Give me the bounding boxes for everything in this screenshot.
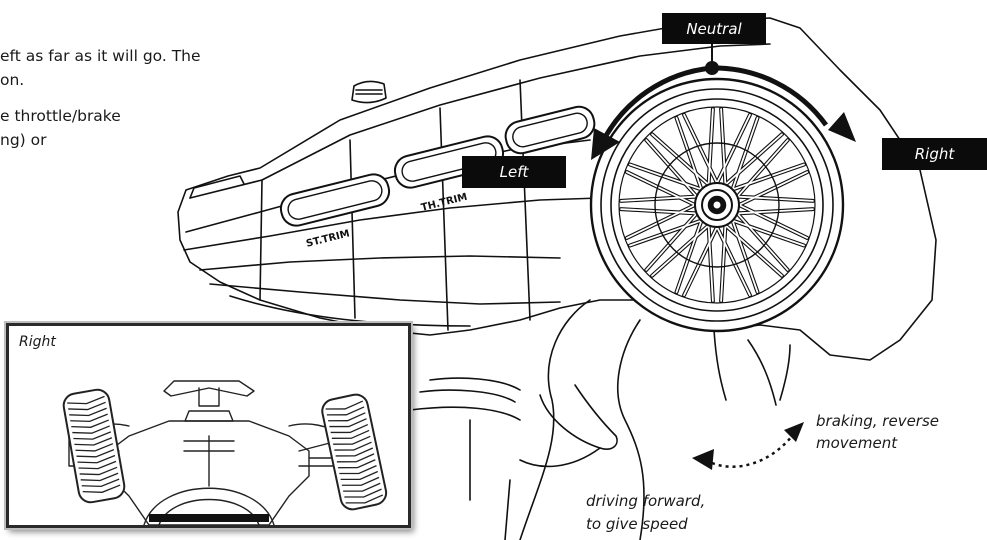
- tire-tread: [80, 472, 119, 482]
- wheel-spoke: [724, 133, 783, 186]
- wheel-spoke: [736, 208, 814, 215]
- wheel-spoke: [629, 163, 703, 191]
- wheel-spoke: [620, 208, 698, 215]
- wheel-spoke: [736, 195, 814, 202]
- wheel-spoke: [724, 224, 783, 277]
- wheel-spoke: [651, 133, 710, 186]
- tire-tread: [341, 476, 380, 486]
- left-arrowhead: [591, 128, 620, 160]
- wheel-spoke: [738, 171, 809, 206]
- tire-tread: [68, 401, 106, 411]
- tire-tread: [72, 425, 111, 434]
- wheel-spoke: [675, 117, 703, 191]
- wheel-spoke: [720, 224, 727, 302]
- tire-tread: [81, 478, 120, 488]
- instruction-line-3: e throttle/brake: [0, 107, 121, 125]
- tire-tread: [67, 395, 105, 405]
- instruction-line-1: eft as far as it will go. The: [0, 47, 201, 65]
- tire-tread: [75, 443, 114, 452]
- inset-label: Right: [19, 334, 56, 350]
- wheel-spoke: [683, 226, 718, 297]
- wheel-spoke: [625, 204, 696, 239]
- tire-tread: [69, 407, 107, 417]
- grip-handle: [519, 299, 591, 540]
- steering-trim-label: ST.TRIM: [305, 228, 351, 249]
- wheel-spoke: [675, 219, 703, 293]
- braking-caption-line-1: braking, reverse: [816, 412, 940, 430]
- right-label: Right: [882, 138, 987, 170]
- tire-tread: [74, 437, 113, 446]
- neutral-dot: [705, 61, 719, 75]
- tire-tread: [73, 431, 112, 440]
- tire-tread: [344, 488, 382, 498]
- wheel-spoke: [707, 224, 714, 302]
- wheel-spoke: [629, 219, 703, 247]
- steering-trim-button: [279, 173, 391, 227]
- wheel-spoke: [716, 226, 751, 297]
- tire-tread: [340, 470, 379, 481]
- wheel-spoke: [731, 117, 759, 191]
- wheel-spoke: [731, 219, 805, 247]
- tire-tread: [330, 423, 369, 434]
- wheel-spoke: [645, 139, 698, 198]
- left-tire: [62, 388, 126, 504]
- left-label: Left: [462, 156, 566, 188]
- wheel-spoke: [620, 195, 698, 202]
- wheel-spoke: [683, 113, 718, 184]
- throttle-trim-button: [393, 135, 505, 189]
- braking-caption-line-2: movement: [816, 434, 898, 452]
- car-front-view: [62, 380, 388, 525]
- tire-tread: [331, 429, 370, 439]
- tire-tread: [78, 460, 117, 470]
- wheel-spoke: [625, 171, 696, 206]
- driving-caption-line-2: to give speed: [586, 515, 688, 533]
- tire-tread: [329, 418, 367, 428]
- tire-tread: [336, 453, 375, 463]
- tire-tread: [79, 466, 118, 476]
- steering-wheel: [589, 77, 845, 333]
- instruction-line-2: on.: [0, 71, 25, 89]
- tire-tread: [339, 465, 377, 475]
- tire-tread: [326, 406, 365, 416]
- wheel-spoke: [707, 108, 714, 186]
- tire-tread: [335, 447, 374, 457]
- third-trim-button: [504, 105, 596, 155]
- wheel-spoke: [645, 212, 698, 271]
- tire-tread: [76, 448, 115, 458]
- wheel-spoke: [720, 108, 727, 186]
- steering-result-inset: Right: [6, 323, 411, 528]
- wheel-spoke: [651, 224, 710, 277]
- instruction-line-4: ng) or: [0, 131, 47, 149]
- steering-direction-arrow: [599, 65, 829, 145]
- tire-tread: [343, 482, 381, 492]
- throttle-trigger: [539, 384, 618, 450]
- wheel-spoke: [738, 204, 809, 239]
- tire-tread: [345, 494, 384, 504]
- tire-tread: [77, 454, 116, 464]
- driving-caption-line-1: driving forward,: [586, 492, 706, 510]
- wheel-spoke: [731, 163, 805, 191]
- wheel-spoke: [731, 219, 759, 293]
- wheel-spoke: [736, 139, 789, 198]
- throttle-motion-arrow: [692, 422, 804, 470]
- tire-tread: [325, 400, 364, 410]
- tire-tread: [71, 419, 109, 428]
- neutral-label: Neutral: [662, 13, 766, 44]
- right-arrowhead: [828, 112, 856, 142]
- wheel-spoke: [736, 212, 789, 271]
- car-wing: [163, 380, 255, 397]
- tire-tread: [333, 435, 371, 445]
- right-tire: [321, 393, 388, 511]
- tire-tread: [334, 441, 372, 451]
- tire-tread: [82, 484, 121, 493]
- tire-tread: [328, 412, 366, 422]
- tire-tread: [70, 413, 108, 423]
- tire-tread: [338, 459, 376, 469]
- wheel-spoke: [716, 113, 751, 184]
